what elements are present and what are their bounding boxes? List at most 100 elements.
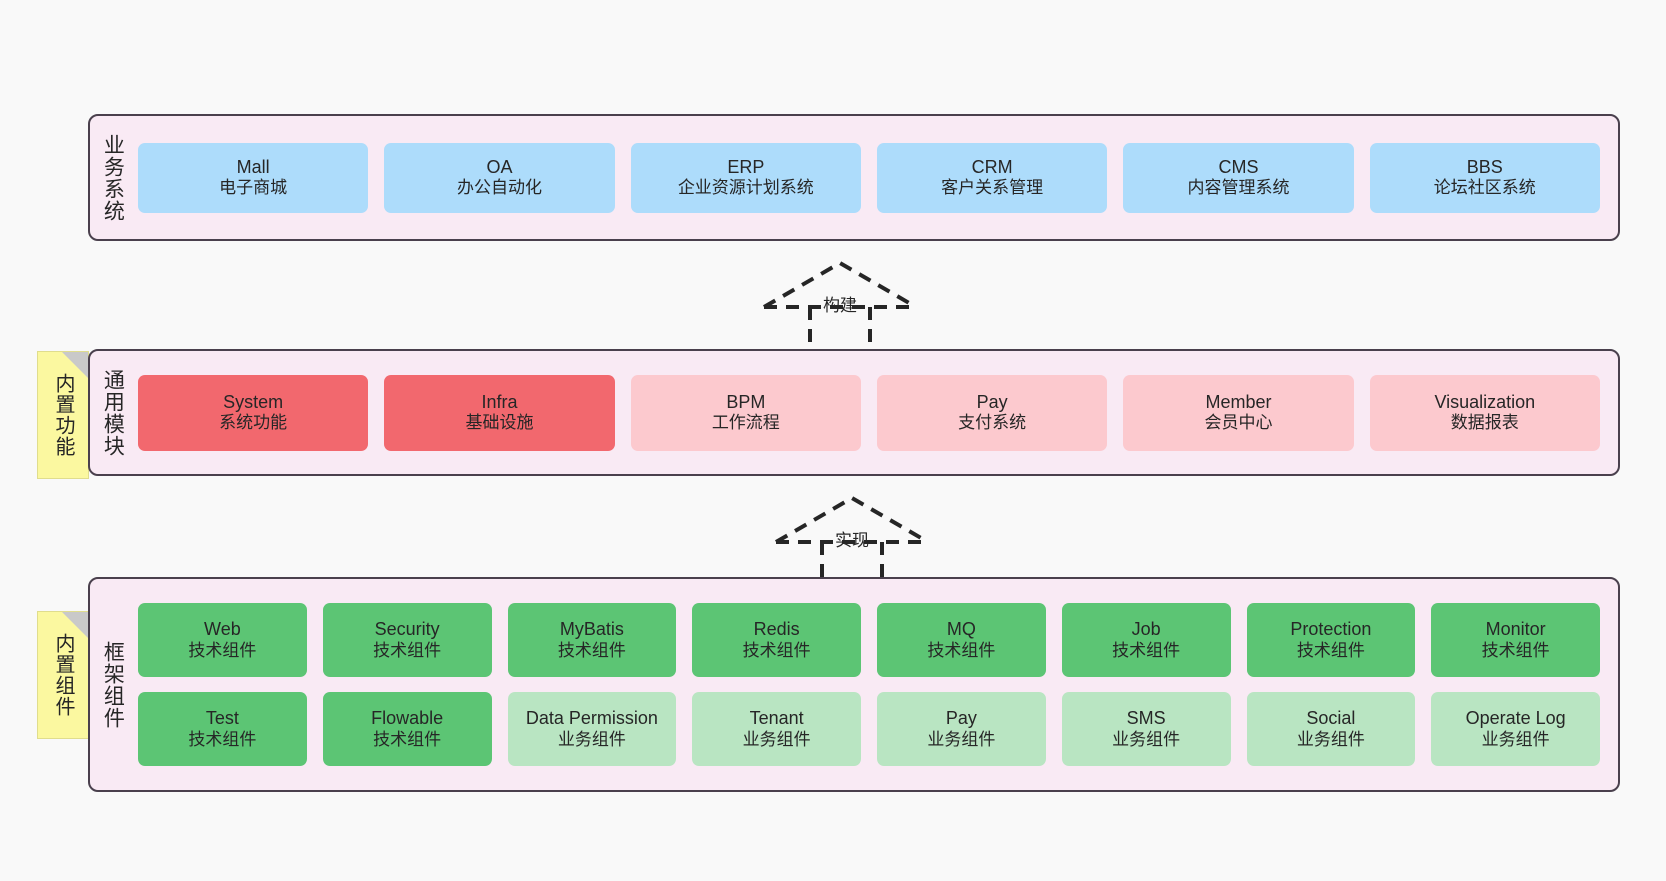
box-redis[interactable]: Redis 技术组件: [692, 603, 861, 677]
box-row: Web 技术组件 Security 技术组件 MyBatis 技术组件 Redi…: [138, 603, 1600, 677]
box-subtitle: 系统功能: [219, 413, 288, 433]
box-mybatis[interactable]: MyBatis 技术组件: [507, 603, 677, 677]
box-subtitle: 业务组件: [1296, 729, 1365, 749]
box-flowable[interactable]: Flowable 技术组件: [322, 692, 492, 766]
box-subtitle: 工作流程: [711, 413, 780, 433]
box-subtitle: 技术组件: [373, 640, 442, 660]
generalization-arrow-icon: [762, 260, 918, 353]
box-oa[interactable]: OA 办公自动化: [384, 142, 615, 213]
box-pay-business[interactable]: Pay 业务组件: [877, 692, 1046, 766]
box-subtitle: 技术组件: [188, 640, 257, 660]
box-title: BBS: [1466, 156, 1503, 177]
box-title: Operate Log: [1465, 708, 1566, 729]
box-title: Pay: [945, 708, 977, 729]
box-cms[interactable]: CMS 内容管理系统: [1123, 142, 1354, 213]
box-subtitle: 业务组件: [927, 729, 996, 749]
box-subtitle: 技术组件: [927, 640, 996, 660]
section-label-framework-component: 框架组件: [101, 640, 125, 729]
note-builtin-function[interactable]: 内置功能: [37, 351, 89, 479]
box-pay[interactable]: Pay 支付系统: [876, 374, 1108, 451]
section-business-system[interactable]: 业务系统 Mall 电子商城 OA 办公自动化 ERP 企业资源计划系统 CRM…: [88, 114, 1620, 241]
section-label-business-system: 业务系统: [101, 133, 125, 222]
box-title: Social: [1306, 708, 1356, 729]
box-title: Redis: [753, 619, 800, 640]
box-row: Mall 电子商城 OA 办公自动化 ERP 企业资源计划系统 CRM 客户关系…: [138, 142, 1600, 213]
box-mq[interactable]: MQ 技术组件: [877, 603, 1046, 677]
box-title: System: [223, 391, 284, 412]
box-subtitle: 技术组件: [1296, 640, 1365, 660]
box-security[interactable]: Security 技术组件: [322, 603, 492, 677]
box-bbs[interactable]: BBS 论坛社区系统: [1369, 142, 1600, 213]
box-title: Job: [1131, 619, 1161, 640]
box-subtitle: 技术组件: [742, 640, 811, 660]
box-title: BPM: [726, 391, 766, 412]
box-title: OA: [486, 156, 513, 177]
box-title: MQ: [946, 619, 976, 640]
box-title: Visualization: [1434, 391, 1536, 412]
box-job[interactable]: Job 技术组件: [1061, 603, 1231, 677]
box-subtitle: 技术组件: [1112, 640, 1181, 660]
box-title: MyBatis: [559, 619, 624, 640]
box-title: SMS: [1126, 708, 1166, 729]
box-title: Data Permission: [525, 708, 658, 729]
section-framework-component[interactable]: 框架组件 Web 技术组件 Security 技术组件 MyBatis 技术组件…: [88, 577, 1620, 792]
box-subtitle: 业务组件: [1112, 729, 1181, 749]
box-subtitle: 企业资源计划系统: [677, 178, 814, 198]
box-title: Flowable: [371, 708, 444, 729]
box-title: Security: [374, 619, 440, 640]
note-label: 内置功能: [52, 373, 74, 457]
box-title: Protection: [1290, 619, 1372, 640]
box-subtitle: 技术组件: [188, 729, 257, 749]
box-sms[interactable]: SMS 业务组件: [1061, 692, 1231, 766]
box-title: Web: [204, 619, 241, 640]
box-mall[interactable]: Mall 电子商城: [138, 142, 369, 213]
box-member[interactable]: Member 会员中心: [1123, 374, 1354, 451]
arrow-realize: 实现: [772, 492, 932, 588]
box-subtitle: 办公自动化: [456, 178, 542, 198]
box-data-permission[interactable]: Data Permission 业务组件: [507, 692, 677, 766]
box-protection[interactable]: Protection 技术组件: [1246, 603, 1416, 677]
note-label: 内置组件: [52, 633, 74, 717]
section-common-module[interactable]: 通用模块 System 系统功能 Infra 基础设施 BPM 工作流程 Pay…: [88, 349, 1620, 476]
box-title: CMS: [1218, 156, 1259, 177]
box-subtitle: 内容管理系统: [1187, 178, 1290, 198]
box-title: Monitor: [1485, 619, 1546, 640]
box-erp[interactable]: ERP 企业资源计划系统: [630, 142, 861, 213]
box-subtitle: 支付系统: [958, 413, 1027, 433]
box-crm[interactable]: CRM 客户关系管理: [876, 142, 1108, 213]
box-subtitle: 会员中心: [1204, 413, 1273, 433]
box-bpm[interactable]: BPM 工作流程: [630, 374, 861, 451]
box-subtitle: 技术组件: [557, 640, 626, 660]
box-title: Infra: [481, 391, 518, 412]
box-subtitle: 基础设施: [465, 413, 534, 433]
box-operate-log[interactable]: Operate Log 业务组件: [1431, 692, 1600, 766]
box-subtitle: 电子商城: [219, 178, 288, 198]
box-monitor[interactable]: Monitor 技术组件: [1431, 603, 1600, 677]
box-visualization[interactable]: Visualization 数据报表: [1369, 374, 1600, 451]
box-title: Mall: [236, 156, 270, 177]
note-builtin-component[interactable]: 内置组件: [37, 611, 89, 739]
box-row: System 系统功能 Infra 基础设施 BPM 工作流程 Pay 支付系统…: [138, 374, 1600, 451]
box-subtitle: 技术组件: [373, 729, 442, 749]
box-test[interactable]: Test 技术组件: [138, 692, 307, 766]
box-row: Test 技术组件 Flowable 技术组件 Data Permission …: [138, 692, 1600, 766]
box-subtitle: 业务组件: [557, 729, 626, 749]
box-subtitle: 客户关系管理: [941, 178, 1044, 198]
box-infra[interactable]: Infra 基础设施: [384, 374, 615, 451]
box-web[interactable]: Web 技术组件: [138, 603, 307, 677]
box-tenant[interactable]: Tenant 业务组件: [692, 692, 861, 766]
box-subtitle: 论坛社区系统: [1433, 178, 1536, 198]
arrow-build: 构建: [760, 257, 920, 353]
section-body-common-module: System 系统功能 Infra 基础设施 BPM 工作流程 Pay 支付系统…: [134, 351, 1618, 474]
box-title: Test: [205, 708, 239, 729]
box-title: CRM: [971, 156, 1013, 177]
box-social[interactable]: Social 业务组件: [1246, 692, 1416, 766]
box-subtitle: 业务组件: [742, 729, 811, 749]
box-title: ERP: [727, 156, 765, 177]
box-system[interactable]: System 系统功能: [138, 374, 369, 451]
box-title: Pay: [976, 391, 1008, 412]
box-subtitle: 技术组件: [1481, 640, 1550, 660]
box-title: Member: [1205, 391, 1272, 412]
box-title: Tenant: [749, 708, 804, 729]
